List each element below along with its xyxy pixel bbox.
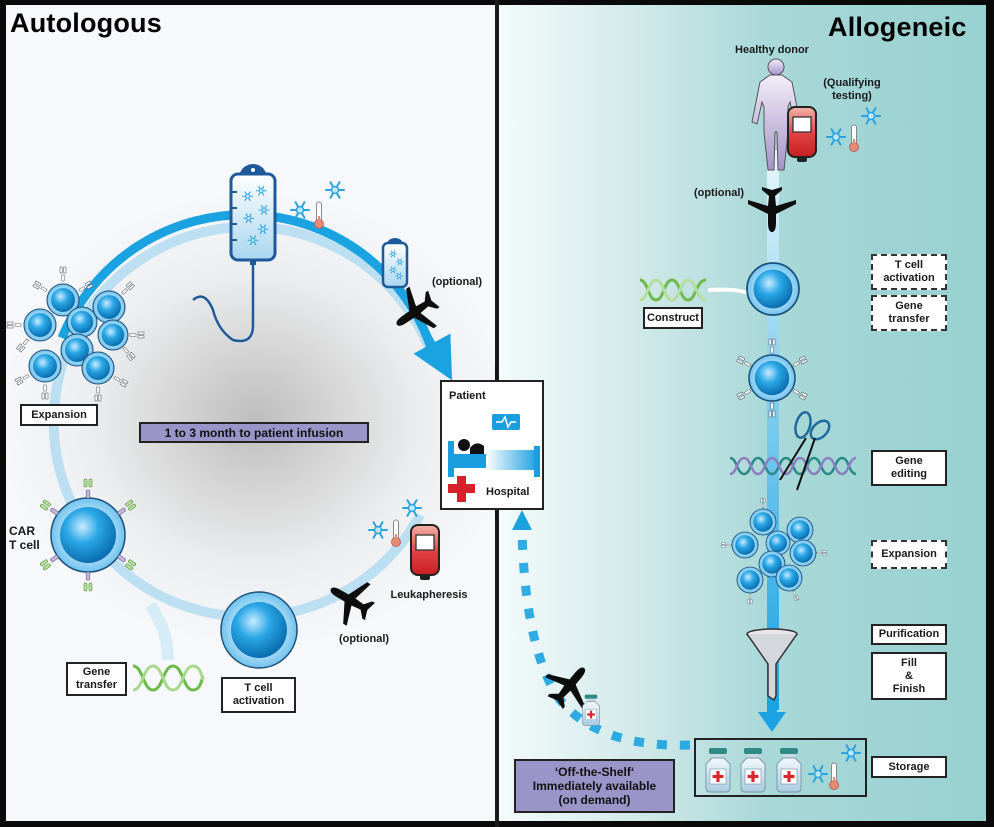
- dna-icon: [132, 664, 205, 692]
- modified-t-cell-icon: [736, 338, 808, 418]
- hospital-bed-icon: [448, 414, 540, 477]
- autologous-title: Autologous: [10, 8, 162, 38]
- snowflake-icon: [368, 521, 388, 539]
- blood-bag-icon: [787, 106, 817, 163]
- qualifying-testing-label: (Qualifying testing): [823, 77, 881, 102]
- small-infusion-bag-icon: [381, 238, 409, 289]
- optional-label-top: (optional): [431, 276, 483, 288]
- vial-icon: [740, 747, 766, 793]
- healthy-donor-label: Healthy donor: [735, 44, 809, 56]
- allogeneic-title: Allogeneic: [828, 12, 967, 42]
- expansion-step-box: Expansion: [871, 540, 947, 569]
- infusion-bag-icon: [192, 164, 277, 343]
- thermometer-icon: [829, 762, 839, 790]
- optional-label-bottom: (optional): [338, 633, 390, 645]
- snowflake-icon: [808, 765, 828, 783]
- storage-box: [694, 738, 867, 797]
- snowflake-icon: [290, 201, 310, 219]
- red-cross-icon: [448, 476, 475, 502]
- hospital-label: Hospital: [486, 486, 530, 498]
- snowflake-icon: [325, 181, 345, 199]
- t-cell-icon: [220, 591, 298, 669]
- snowflake-icon: [841, 744, 861, 762]
- vial-icon: [582, 694, 600, 726]
- fill-finish-step-box: Fill&Finish: [871, 652, 947, 700]
- timeline-note: 1 to 3 month to patient infusion: [139, 422, 369, 443]
- funnel-icon: [746, 628, 798, 702]
- gene-editing-dna-icon: [729, 456, 857, 476]
- dna-construct-icon: [639, 278, 707, 302]
- purification-step-box: Purification: [871, 624, 947, 645]
- leukapheresis-label: Leukapheresis: [390, 589, 468, 601]
- snowflake-icon: [861, 107, 881, 125]
- expanded-car-t-cells-icon: [6, 266, 145, 402]
- thermometer-icon: [391, 519, 401, 547]
- snowflake-icon: [402, 499, 422, 517]
- off-the-shelf-return-path: [517, 529, 691, 750]
- t-cell-icon: [746, 262, 800, 316]
- blood-bag-icon: [410, 524, 440, 581]
- off-the-shelf-note: ‘Off-the-Shelf‘ Immediately available (o…: [514, 759, 675, 813]
- allogeneic-flow-line: [767, 150, 779, 710]
- flow-arrow-down: [758, 712, 786, 732]
- construct-label-box: Construct: [643, 307, 703, 329]
- vial-icon: [705, 747, 731, 793]
- healthy-donor-icon: [751, 58, 801, 171]
- vial-icon: [776, 747, 802, 793]
- snowflake-icon: [826, 128, 846, 146]
- storage-step-box: Storage: [871, 756, 947, 778]
- thermometer-icon: [314, 201, 324, 229]
- patient-hospital-box: Patient Hospital: [440, 380, 544, 510]
- optional-label-donor: (optional): [693, 187, 745, 199]
- flow-arrow-up: [512, 510, 532, 530]
- flow-arrow-to-patient: [413, 316, 453, 381]
- gene-transfer-branch: [145, 601, 174, 661]
- car-t-cell-icon: [39, 478, 137, 592]
- airplane-icon: [748, 187, 796, 232]
- scissors-icon: [779, 411, 831, 491]
- expansion-label-box: Expansion: [20, 404, 98, 426]
- car-t-cell-label: CAR T cell: [9, 524, 40, 552]
- patient-label: Patient: [449, 390, 486, 402]
- thermometer-icon: [849, 124, 859, 152]
